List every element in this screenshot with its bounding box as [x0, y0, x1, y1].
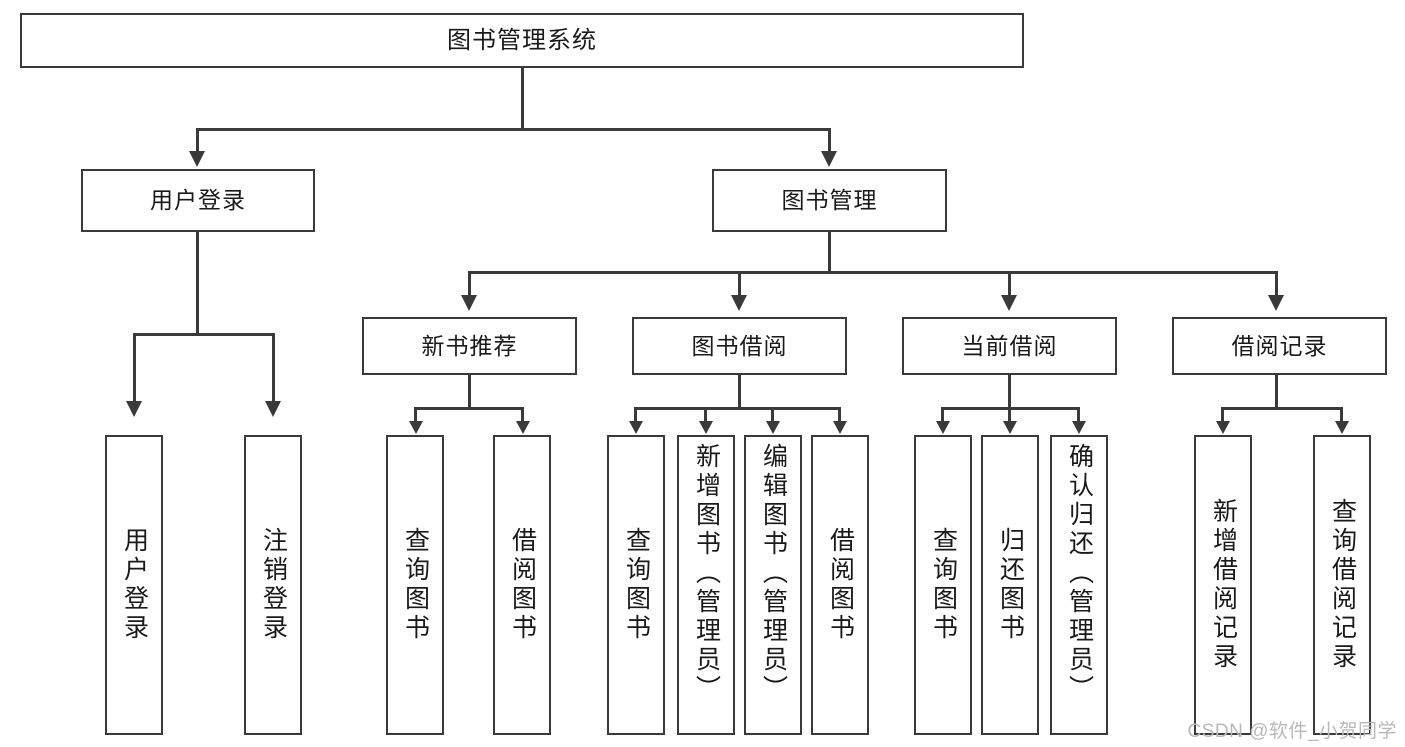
arrowhead-user-login	[189, 151, 205, 167]
node-book-borrow[interactable]: 图书借阅	[632, 317, 847, 375]
leaf-bb-borrow-book[interactable]: 借阅图书	[811, 435, 869, 735]
leaf-bb-edit-book-admin[interactable]: 编辑图书（管理员）	[744, 435, 802, 735]
leaf-br-add-record[interactable]: 新增借阅记录	[1194, 435, 1252, 735]
leaf-bb-query-book[interactable]: 查询图书	[607, 435, 665, 735]
arrowhead-book-borrow	[731, 295, 747, 311]
node-label: 新书推荐	[421, 332, 518, 359]
connector-nbr-bus	[414, 407, 524, 410]
node-label: 查询借阅记录	[1328, 498, 1357, 672]
connector-bb-drop-3	[771, 407, 774, 423]
connector-root-bus	[196, 128, 830, 131]
arrowhead-book-manage	[821, 151, 837, 167]
arrowhead-leaf-logout	[265, 401, 281, 417]
leaf-nbr-query-book[interactable]: 查询图书	[386, 435, 444, 735]
connector-nbr-drop-2	[521, 407, 524, 423]
node-label: 借阅记录	[1231, 332, 1328, 359]
node-new-book-recommend[interactable]: 新书推荐	[362, 317, 577, 375]
connector-book-manage-stem	[828, 232, 831, 274]
connector-bb-stem	[738, 375, 741, 409]
connector-br-stem	[1275, 375, 1278, 409]
node-label: 图书管理	[781, 187, 878, 214]
node-label: 确认归还（管理员）	[1065, 443, 1094, 704]
connector-bm-drop-3	[1008, 271, 1011, 297]
arrowhead-leaf-nbr-1	[409, 421, 423, 434]
leaf-cb-return-book[interactable]: 归还图书	[981, 435, 1039, 735]
arrowhead-leaf-cb-1	[936, 421, 950, 434]
connector-user-login-drop-2	[272, 333, 275, 403]
connector-user-login-stem	[196, 232, 199, 335]
connector-bm-drop-2	[738, 271, 741, 297]
connector-cb-drop-1	[941, 407, 944, 423]
arrowhead-leaf-bb-3	[766, 421, 780, 434]
arrowhead-current-borrow	[1001, 295, 1017, 311]
node-root-system[interactable]: 图书管理系统	[20, 13, 1024, 68]
node-label: 编辑图书（管理员）	[759, 443, 788, 704]
arrowhead-leaf-nbr-2	[516, 421, 530, 434]
arrowhead-leaf-bb-2	[699, 421, 713, 434]
connector-nbr-stem	[468, 375, 471, 409]
node-label: 当前借阅	[961, 332, 1058, 359]
connector-cb-drop-3	[1077, 407, 1080, 423]
arrowhead-leaf-br-2	[1335, 421, 1349, 434]
node-label: 查询图书	[929, 527, 958, 643]
arrowhead-leaf-br-1	[1216, 421, 1230, 434]
connector-user-login-bus	[133, 333, 275, 336]
node-label: 查询图书	[401, 527, 430, 643]
arrowhead-leaf-cb-2	[1003, 421, 1017, 434]
connector-root-to-user-login	[196, 128, 199, 153]
connector-cb-drop-2	[1008, 407, 1011, 423]
connector-nbr-drop-1	[414, 407, 417, 423]
connector-br-bus	[1221, 407, 1343, 410]
node-label: 借阅图书	[508, 527, 537, 643]
node-label: 新增图书（管理员）	[692, 443, 721, 704]
node-label: 新增借阅记录	[1209, 498, 1238, 672]
arrowhead-leaf-bb-1	[629, 421, 643, 434]
leaf-br-query-record[interactable]: 查询借阅记录	[1313, 435, 1371, 735]
node-label: 归还图书	[996, 527, 1025, 643]
leaf-user-login[interactable]: 用户登录	[105, 435, 163, 735]
node-current-borrow[interactable]: 当前借阅	[902, 317, 1117, 375]
connector-bm-drop-1	[468, 271, 471, 297]
node-label: 图书借阅	[691, 332, 788, 359]
connector-bb-drop-1	[634, 407, 637, 423]
connector-bm-drop-4	[1275, 271, 1278, 297]
connector-root-to-book-manage	[828, 128, 831, 153]
leaf-cb-confirm-return-admin[interactable]: 确认归还（管理员）	[1050, 435, 1108, 735]
connector-book-manage-bus	[468, 271, 1278, 274]
connector-bb-bus	[634, 407, 840, 410]
connector-user-login-drop-1	[133, 333, 136, 403]
arrowhead-borrow-records	[1268, 295, 1284, 311]
connector-bb-drop-4	[838, 407, 841, 423]
node-label: 注销登录	[259, 527, 288, 643]
leaf-nbr-borrow-book[interactable]: 借阅图书	[493, 435, 551, 735]
node-user-login[interactable]: 用户登录	[81, 169, 315, 232]
node-label: 用户登录	[120, 527, 149, 643]
node-label: 查询图书	[622, 527, 651, 643]
arrowhead-leaf-bb-4	[833, 421, 847, 434]
connector-cb-stem	[1008, 375, 1011, 409]
arrowhead-leaf-cb-3	[1072, 421, 1086, 434]
leaf-bb-add-book-admin[interactable]: 新增图书（管理员）	[677, 435, 735, 735]
node-borrow-records[interactable]: 借阅记录	[1172, 317, 1387, 375]
connector-br-drop-2	[1340, 407, 1343, 423]
arrowhead-new-book-recommend	[461, 295, 477, 311]
csdn-watermark: CSDN @软件_小贺同学	[1187, 721, 1397, 742]
node-label: 用户登录	[150, 187, 246, 214]
connector-br-drop-1	[1221, 407, 1224, 423]
leaf-logout[interactable]: 注销登录	[244, 435, 302, 735]
node-label: 图书管理系统	[447, 26, 597, 54]
node-label: 借阅图书	[826, 527, 855, 643]
node-book-management[interactable]: 图书管理	[712, 169, 947, 232]
arrowhead-leaf-user-login	[126, 401, 142, 417]
connector-bb-drop-2	[704, 407, 707, 423]
leaf-cb-query-book[interactable]: 查询图书	[914, 435, 972, 735]
connector-root-stem	[521, 68, 524, 130]
